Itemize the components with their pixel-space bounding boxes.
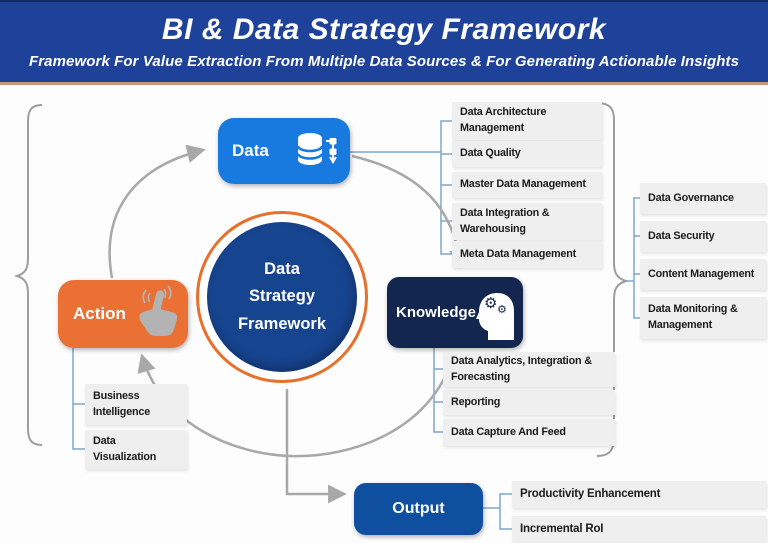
svg-text:⚙: ⚙ — [497, 303, 507, 316]
left-curly-brace — [13, 104, 43, 446]
svg-text:⚙: ⚙ — [484, 294, 497, 312]
output-items-bracket — [483, 493, 512, 530]
list-item-incremental-roi: Incremental RoI — [512, 516, 766, 542]
header-banner: BI & Data Strategy Framework Framework F… — [0, 0, 768, 85]
arrow-action-to-data — [108, 144, 206, 279]
list-item-data-capture-and-feed: Data Capture And Feed — [443, 419, 615, 446]
list-item-data-monitoring-management: Data Monitoring & Management — [640, 297, 766, 339]
list-item-data-analytics-integration-forecasting: Data Analytics, Integration & Forecastin… — [443, 352, 615, 387]
node-knowledge-label: Knowledge — [396, 304, 477, 321]
list-item-content-management: Content Management — [640, 259, 766, 290]
node-action: Action — [58, 280, 188, 348]
governance-items-bracket — [626, 197, 640, 319]
head-gears-icon: ⚙ ⚙ — [476, 282, 516, 344]
node-data: Data — [218, 118, 350, 184]
node-action-label: Action — [73, 304, 126, 323]
page-title: BI & Data Strategy Framework — [161, 13, 607, 46]
node-knowledge: Knowledge ⚙ ⚙ — [387, 277, 523, 348]
list-item-reporting: Reporting — [443, 390, 615, 415]
arrow-data-to-knowledge — [351, 154, 468, 269]
center-ring: Data Strategy Framework — [196, 211, 368, 383]
center-node: Data Strategy Framework — [207, 222, 357, 372]
list-item-data-governance: Data Governance — [640, 183, 766, 214]
list-item-data-visualization: Data Visualization — [85, 430, 187, 469]
list-item-productivity-enhancement: Productivity Enhancement — [512, 481, 766, 508]
list-item-data-quality: Data Quality — [452, 141, 602, 167]
list-item-data-integration-warehousing: Data Integration & Warehousing — [452, 203, 602, 240]
database-icon — [294, 130, 340, 172]
list-item-data-security: Data Security — [640, 221, 766, 252]
data-items-bracket — [350, 120, 452, 255]
knowledge-items-bracket — [433, 348, 443, 433]
arrow-center-to-output — [285, 389, 347, 504]
list-item-meta-data-management: Meta Data Management — [452, 241, 602, 268]
list-item-data-architecture-management: Data Architecture Management — [452, 102, 602, 140]
action-items-bracket — [72, 348, 85, 450]
node-output-label: Output — [392, 500, 445, 517]
node-output: Output — [354, 483, 483, 535]
page-subtitle: Framework For Value Extraction From Mult… — [28, 53, 740, 70]
list-item-master-data-management: Master Data Management — [452, 172, 602, 198]
node-data-label: Data — [232, 141, 269, 160]
list-item-business-intelligence: Business Intelligence — [85, 384, 187, 425]
click-hand-icon — [126, 284, 184, 344]
